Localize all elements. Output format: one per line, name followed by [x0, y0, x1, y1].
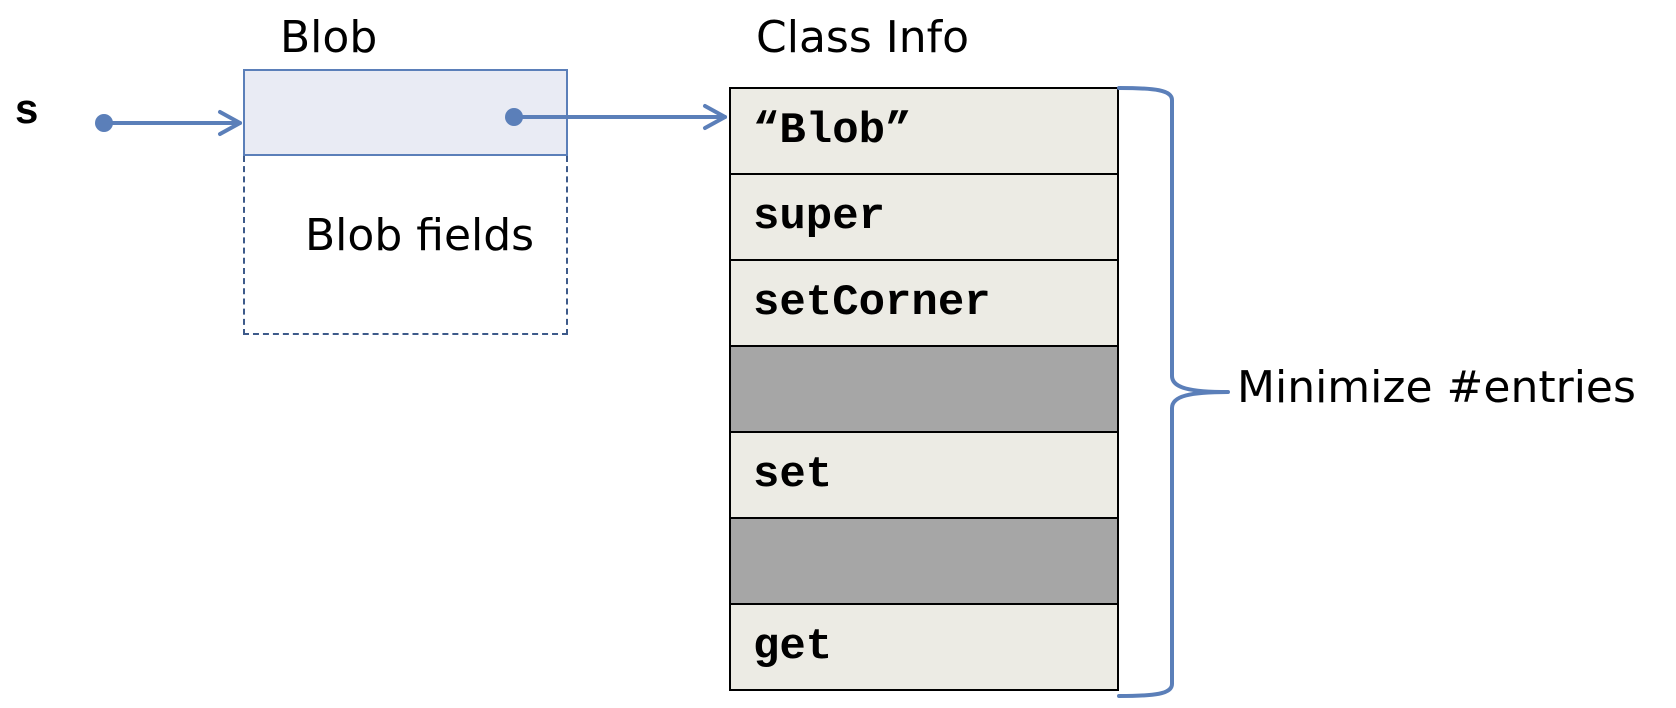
blob-fields-box [243, 156, 568, 335]
class-info-entry: set [729, 433, 1119, 519]
class-info-entry-empty [729, 347, 1119, 433]
curly-brace [1117, 86, 1230, 698]
arrowhead-blob-to-class-info [703, 104, 727, 130]
class-info-entry: get [729, 605, 1119, 691]
class-info-table: “Blob” super setCorner set get [729, 87, 1119, 691]
pointer-origin-dot [95, 114, 113, 132]
arrowhead-s-to-blob [218, 110, 242, 136]
blob-fields-label: Blob fields [305, 210, 535, 261]
blob-title: Blob [280, 12, 378, 63]
class-info-entry: setCorner [729, 261, 1119, 347]
class-info-entry-empty [729, 519, 1119, 605]
class-info-entry: super [729, 175, 1119, 261]
variable-s-label: s [14, 88, 40, 136]
class-info-entry: “Blob” [729, 87, 1119, 175]
class-info-title: Class Info [756, 12, 970, 63]
pointer-origin-dot [505, 108, 523, 126]
minimize-entries-label: Minimize #entries [1237, 362, 1636, 413]
